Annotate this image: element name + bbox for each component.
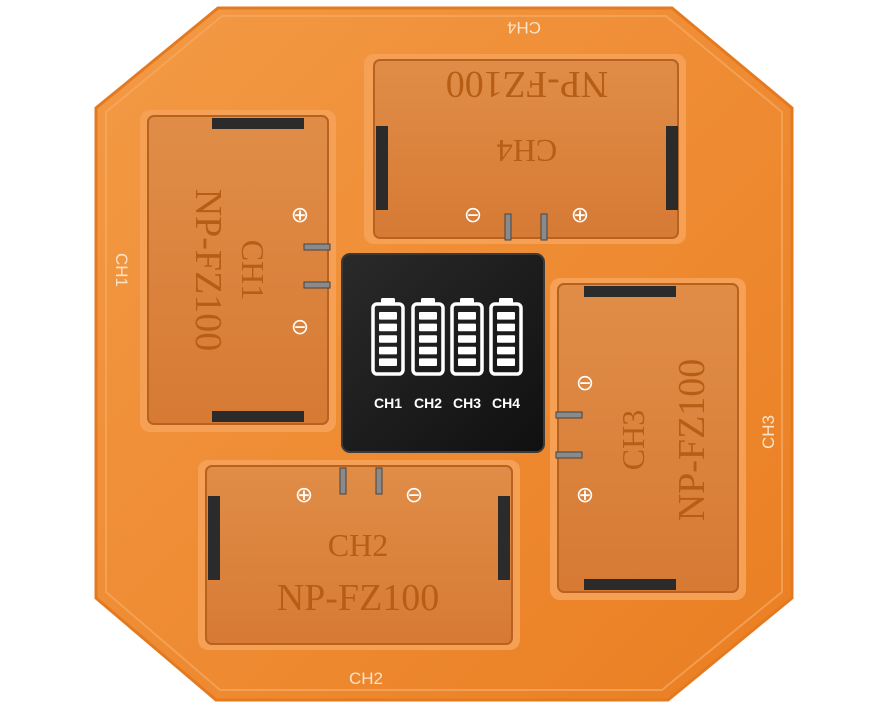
battery-charge-segment: [379, 323, 397, 332]
slot-ch3-contact: [555, 411, 583, 419]
battery-charge-segment: [497, 335, 515, 343]
battery-charge-segment: [379, 335, 397, 343]
battery-full-icon: [450, 298, 484, 376]
slot-ch2-model: NP-FZ100: [277, 577, 440, 619]
slot-ch4-contact: [540, 213, 548, 241]
slot-ch1-plus: ⊕: [291, 203, 309, 228]
battery-charge-segment: [497, 323, 515, 332]
edge-label-ch3: CH3: [759, 415, 778, 449]
battery-charge-segment: [497, 312, 515, 320]
battery-charge-segment: [379, 312, 397, 320]
slot-ch3-minus: ⊖: [576, 371, 594, 396]
battery-charge-segment: [419, 358, 437, 366]
battery-charge-segment: [379, 358, 397, 366]
slot-ch4-channel: CH4: [497, 133, 557, 169]
screen-label-ch3: CH3: [453, 395, 481, 411]
slot-ch1-contact: [303, 243, 331, 251]
slot-ch1-contact: [303, 281, 331, 289]
slot-ch4-minus: ⊖: [464, 203, 482, 228]
slot-ch3-bottom-clip: [584, 579, 676, 590]
battery-full-icon: [411, 298, 445, 376]
slot-ch2-left-clip: [208, 496, 220, 580]
slot-ch3-model: NP-FZ100: [671, 359, 713, 522]
slot-ch1-model: NP-FZ100: [187, 189, 229, 352]
charger-body-highlight: [105, 15, 783, 691]
battery-icons: [371, 298, 523, 376]
battery-body: [371, 302, 405, 376]
battery-body: [489, 302, 523, 376]
slot-ch2-minus: ⊖: [405, 483, 423, 508]
battery-charge-segment: [419, 335, 437, 343]
edge-label-ch4: CH4: [507, 18, 541, 37]
slot-ch3-top-clip: [584, 286, 676, 297]
battery-charge-segment: [458, 323, 476, 332]
battery-charge-segment: [458, 358, 476, 366]
battery-body: [450, 302, 484, 376]
battery-full-icon: [371, 298, 405, 376]
battery-charge-segment: [458, 346, 476, 355]
battery-full-icon: [489, 298, 523, 376]
slot-ch3-plus: ⊕: [576, 483, 594, 508]
battery-charge-segment: [497, 358, 515, 366]
slot-ch1-channel: CH1: [235, 240, 271, 300]
slot-ch3-contact: [555, 451, 583, 459]
slot-ch1-bottom-clip: [212, 411, 304, 422]
slot-ch4-plus: ⊕: [571, 203, 589, 228]
battery-charge-segment: [458, 335, 476, 343]
slot-ch1-top-clip: [212, 118, 304, 129]
edge-label-ch1: CH1: [112, 253, 131, 287]
slot-ch4-right-clip: [666, 126, 678, 210]
slot-ch1-minus: ⊖: [291, 315, 309, 340]
slot-ch4-contact: [504, 213, 512, 241]
slot-ch2-plus: ⊕: [295, 483, 313, 508]
slot-ch4-left-clip: [376, 126, 388, 210]
slot-ch3-channel: CH3: [615, 410, 651, 470]
slot-ch1: ⊕ ⊖ CH1 NP-FZ100: [140, 110, 336, 432]
battery-body: [411, 302, 445, 376]
edge-label-ch2: CH2: [349, 669, 383, 688]
slot-ch2-right-clip: [498, 496, 510, 580]
slot-ch2: ⊕ ⊖ CH2 NP-FZ100: [198, 460, 520, 650]
battery-charge-segment: [419, 312, 437, 320]
battery-charge-segment: [458, 312, 476, 320]
slot-ch2-channel: CH2: [328, 527, 388, 563]
slot-ch4: ⊖ ⊕ CH4 NP-FZ100: [364, 54, 686, 244]
slot-ch2-contact: [375, 467, 383, 495]
slot-ch3: ⊖ ⊕ CH3 NP-FZ100: [550, 278, 746, 600]
battery-charge-segment: [419, 323, 437, 332]
slot-ch4-model: NP-FZ100: [446, 63, 609, 105]
battery-charge-segment: [379, 346, 397, 355]
slot-ch2-contact: [339, 467, 347, 495]
battery-charge-segment: [419, 346, 437, 355]
screen-label-ch2: CH2: [414, 395, 442, 411]
status-screen: CH1 CH2 CH3 CH4: [341, 253, 545, 453]
screen-label-ch1: CH1: [374, 395, 402, 411]
screen-label-ch4: CH4: [492, 395, 520, 411]
battery-charge-segment: [497, 346, 515, 355]
